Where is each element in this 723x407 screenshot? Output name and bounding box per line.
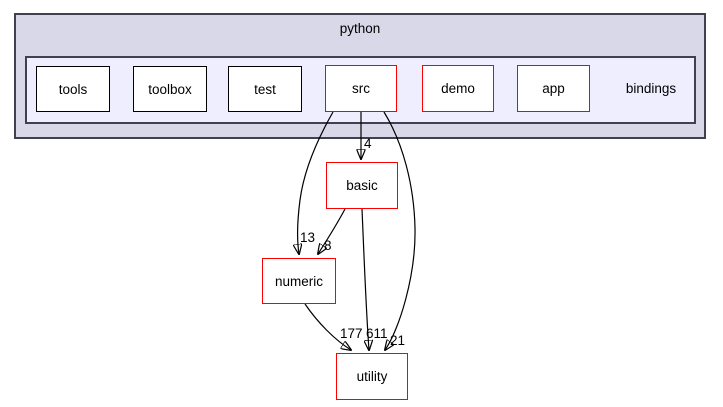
edge-count-src-numeric: 13	[300, 230, 316, 245]
node-src[interactable]: src	[325, 65, 397, 112]
node-basic[interactable]: basic	[326, 162, 398, 209]
node-demo[interactable]: demo	[422, 65, 494, 112]
edge-src-utility	[383, 111, 416, 350]
cluster-bindings-label: bindings	[625, 81, 677, 96]
node-toolbox[interactable]: toolbox	[133, 66, 207, 112]
node-test[interactable]: test	[228, 66, 302, 112]
edge-count-src-basic: 4	[364, 136, 372, 151]
edge-count-numeric-utility: 177	[340, 326, 363, 341]
node-utility[interactable]: utility	[336, 353, 408, 400]
edge-count-src-utility: 21	[390, 333, 406, 348]
edge-count-basic-utility: 611	[366, 326, 388, 341]
edge-count-basic-numeric: 8	[324, 238, 332, 253]
node-app[interactable]: app	[517, 65, 590, 112]
cluster-python-label: python	[339, 21, 381, 36]
node-tools[interactable]: tools	[36, 66, 110, 112]
node-numeric[interactable]: numeric	[262, 258, 336, 304]
